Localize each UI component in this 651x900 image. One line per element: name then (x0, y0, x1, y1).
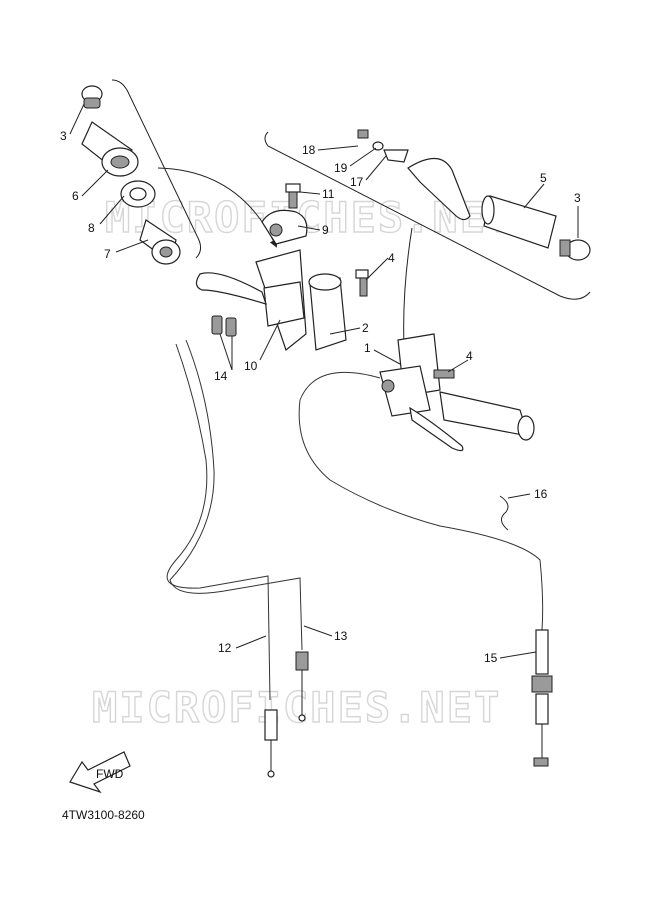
right-group-bracket (264, 131, 591, 300)
left-lever (195, 272, 267, 305)
cable-adjusters (211, 315, 237, 337)
bolt-11 (285, 183, 301, 209)
left-group-bracket (111, 79, 202, 259)
cable-end-15 (531, 629, 553, 767)
callout-1: 1 (364, 341, 371, 355)
right-handlebar-assembly (379, 333, 535, 452)
right-assembly-arrow (399, 227, 413, 348)
handlebar-left (255, 249, 347, 352)
diagram-code: 4TW3100-8260 (62, 808, 145, 822)
pivot-bolt-18 (357, 129, 369, 139)
callout-18: 18 (302, 143, 316, 157)
throttle-tube (139, 219, 181, 265)
fwd-arrow-icon: FWD (69, 751, 131, 794)
cable-end-13 (295, 651, 309, 722)
callout-12: 12 (218, 641, 232, 655)
callout-3-right: 3 (574, 191, 581, 205)
bolt-4-left (355, 269, 369, 297)
callout-10: 10 (244, 359, 258, 373)
cable-end-12 (264, 709, 278, 778)
throttle-grip (81, 121, 139, 177)
leader-lines (69, 103, 579, 659)
grip-end-cap-right (559, 239, 591, 261)
watermark-bottom: MICROFICHES.NET (92, 683, 501, 732)
throttle-housing-cap (261, 209, 308, 245)
callout-7: 7 (104, 247, 111, 261)
callout-3-left: 3 (60, 129, 67, 143)
callout-19: 19 (334, 161, 348, 175)
grip-right (481, 195, 557, 249)
throttle-cable-13 (169, 339, 303, 651)
callout-17: 17 (350, 175, 364, 189)
callout-16: 16 (534, 487, 548, 501)
callout-11: 11 (322, 187, 335, 201)
grip-end-cap-left (81, 85, 103, 109)
callout-14: 14 (214, 369, 228, 383)
callout-4-left: 4 (388, 251, 395, 265)
callout-8: 8 (88, 221, 95, 235)
callout-4-right: 4 (466, 349, 473, 363)
callout-5: 5 (540, 171, 547, 185)
cable-15 (298, 371, 544, 631)
callout-9: 9 (322, 223, 329, 237)
callout-2: 2 (362, 321, 369, 335)
grip-washer (120, 180, 156, 208)
callout-6: 6 (72, 189, 79, 203)
brake-lever (407, 157, 471, 221)
callout-15: 15 (484, 651, 498, 665)
callout-13: 13 (334, 629, 348, 643)
lever-holder-17 (383, 149, 409, 163)
cable-clip-16 (499, 495, 509, 531)
fwd-label: FWD (96, 767, 124, 781)
